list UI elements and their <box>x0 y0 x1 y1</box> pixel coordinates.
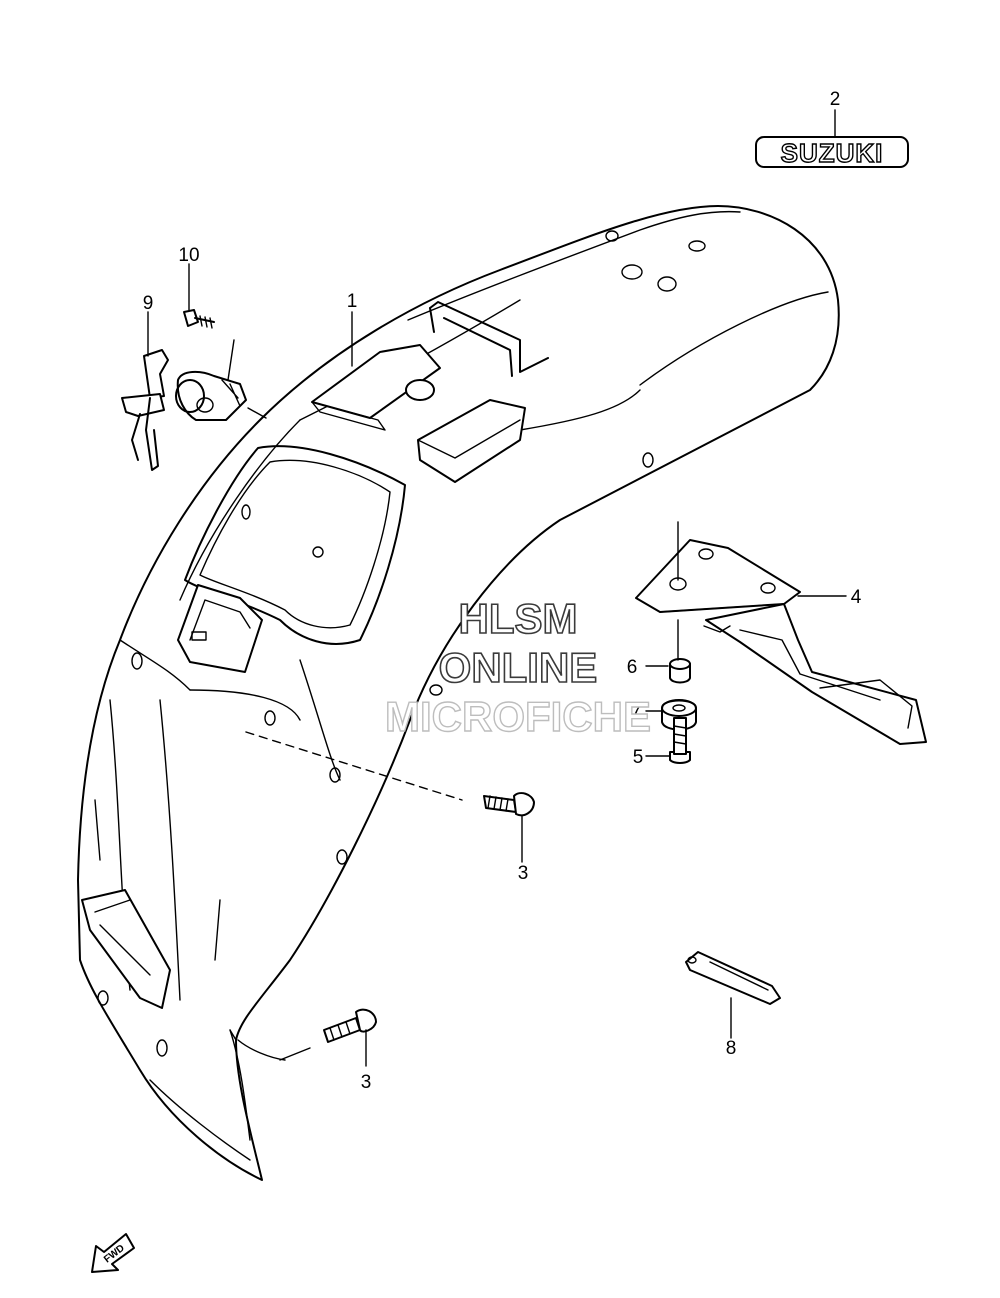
license-bracket <box>635 539 927 745</box>
callout-3a: 3 <box>518 863 529 884</box>
watermark-line-3: MICROFICHE <box>385 693 651 740</box>
callout-7: 7 <box>631 702 642 723</box>
bolt-5 <box>669 717 691 764</box>
callout-1: 1 <box>347 291 358 312</box>
callout-6: 6 <box>627 657 638 678</box>
emblem-label: SUZUKI <box>781 138 884 168</box>
forward-arrow-icon: FWD <box>91 1233 135 1273</box>
watermark-line-1: HLSM <box>459 595 578 642</box>
callout-9: 9 <box>143 293 154 314</box>
callout-2: 2 <box>830 89 841 110</box>
callout-5: 5 <box>633 747 644 768</box>
callout-10: 10 <box>178 245 199 266</box>
callout-leaders <box>147 109 847 1067</box>
collar <box>669 658 691 684</box>
callout-8: 8 <box>726 1038 737 1059</box>
seat-lock-assembly <box>121 309 267 471</box>
callout-4: 4 <box>851 587 862 608</box>
watermark-line-2: ONLINE <box>439 644 598 691</box>
clamp <box>685 951 781 1005</box>
cushion <box>661 699 697 731</box>
callout-3b: 3 <box>361 1072 372 1093</box>
rear-fender <box>77 205 840 1181</box>
bolt-3-lower <box>323 1008 377 1043</box>
bolt-3-upper <box>483 792 535 817</box>
watermark: HLSM ONLINE MICROFICHE <box>384 594 651 741</box>
suzuki-emblem: SUZUKI <box>755 136 909 169</box>
